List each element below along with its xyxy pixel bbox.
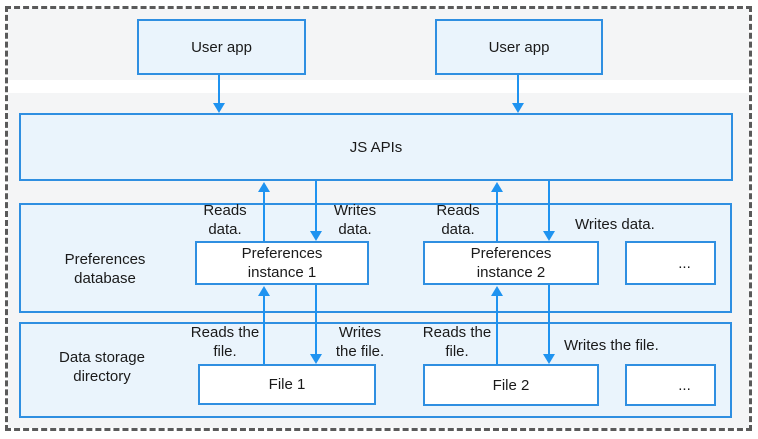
writes-data-label-2: Writes data.	[575, 216, 655, 233]
data-storage-directory-label: Data storage directory	[59, 349, 145, 385]
files-more-label: ...	[678, 376, 691, 394]
top-background-band	[8, 9, 749, 80]
reads-data-label-1: Reads data.	[203, 202, 247, 238]
js-apis-box: JS APIs	[19, 113, 733, 181]
user-app-label-2: User app	[488, 38, 550, 56]
files-more-box: ...	[625, 364, 716, 406]
reads-file-label-1: Reads the file.	[190, 324, 260, 360]
preferences-instance-1-label: Preferences instance 1	[241, 245, 323, 281]
user-app-box-1: User app	[137, 19, 306, 75]
user-app-label-1: User app	[191, 38, 252, 56]
user-app-box-2: User app	[435, 19, 603, 75]
preferences-instances-more-box: ...	[625, 241, 716, 285]
file-2-box: File 2	[423, 364, 599, 406]
js-apis-label: JS APIs	[349, 138, 403, 156]
writes-file-label-1: Writes the file.	[335, 324, 385, 360]
reads-data-label-2: Reads data.	[436, 202, 480, 238]
writes-file-label-2: Writes the file.	[564, 337, 659, 354]
preferences-database-section	[19, 203, 732, 313]
file-2-label: File 2	[492, 376, 530, 394]
file-1-box: File 1	[198, 364, 376, 405]
preferences-instances-more-label: ...	[678, 254, 691, 272]
file-1-label: File 1	[268, 376, 306, 393]
preferences-instance-2-label: Preferences instance 2	[470, 245, 552, 281]
reads-file-label-2: Reads the file.	[422, 324, 492, 360]
preferences-instance-2-box: Preferences instance 2	[423, 241, 599, 285]
preferences-database-label: Preferences database	[64, 251, 146, 287]
writes-data-label-1: Writes data.	[333, 202, 377, 238]
preferences-instance-1-box: Preferences instance 1	[195, 241, 369, 285]
